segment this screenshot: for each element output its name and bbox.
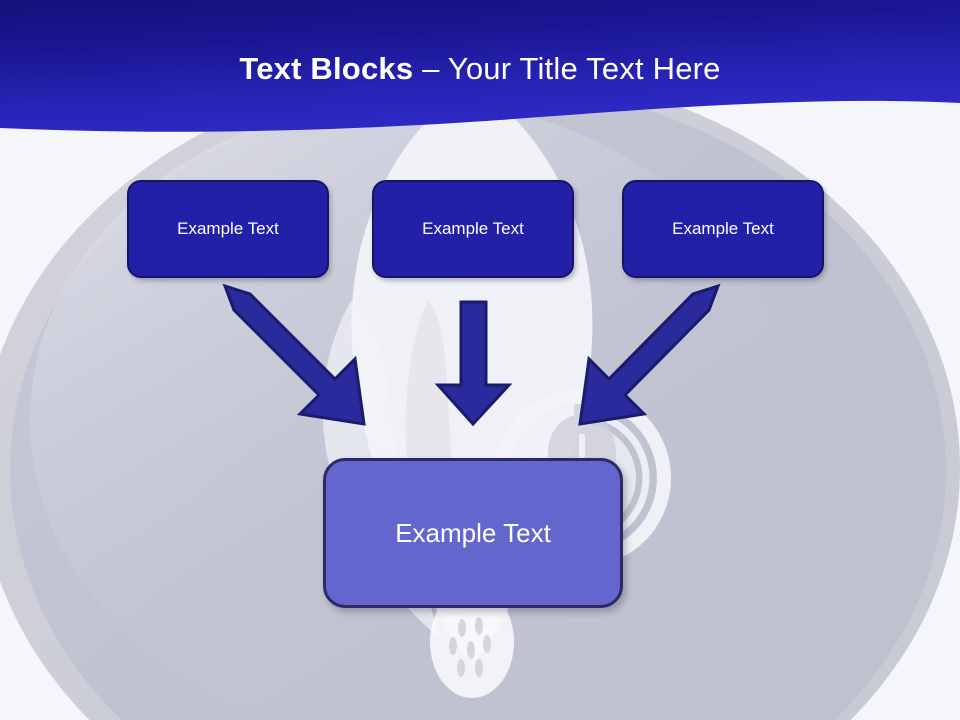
page-title-rest: Your Title Text Here [447, 51, 721, 86]
text-block-3[interactable]: Example Text [622, 180, 824, 278]
arrow-middle-down [434, 300, 513, 427]
arrow-left-down-right [222, 283, 366, 426]
watermark-outer-oval [0, 68, 960, 720]
arrow-right-down-left [578, 283, 721, 426]
page-title: Text Blocks – Your Title Text Here [0, 50, 960, 88]
text-block-3-label: Example Text [672, 219, 774, 238]
text-block-1-label: Example Text [177, 219, 279, 238]
text-block-2-label: Example Text [422, 219, 524, 238]
page-title-bold: Text Blocks [239, 51, 414, 86]
text-block-result-label: Example Text [395, 517, 551, 548]
text-block-1[interactable]: Example Text [127, 180, 329, 278]
page-title-separator: – [413, 51, 448, 86]
text-block-2[interactable]: Example Text [372, 180, 574, 278]
text-block-result[interactable]: Example Text [323, 458, 623, 608]
